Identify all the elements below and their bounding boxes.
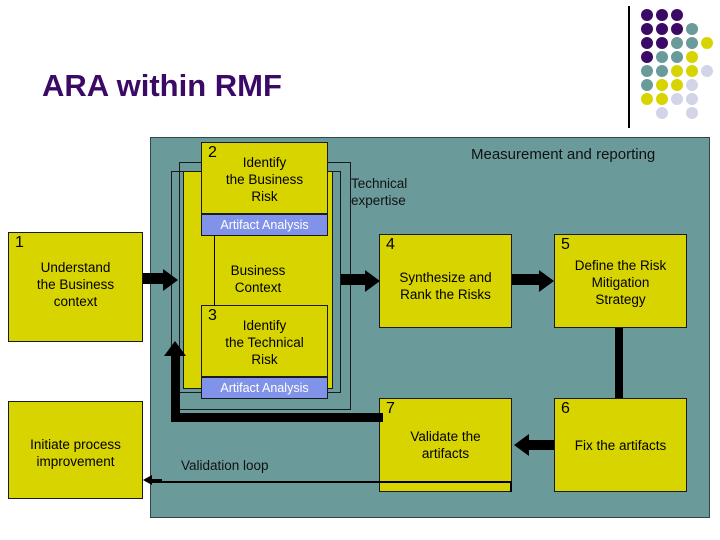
step-box-validate-the-artifacts[interactable]: 7 Validate the artifacts bbox=[379, 398, 512, 492]
artifact-analysis-strip-business[interactable]: Artifact Analysis bbox=[201, 214, 328, 236]
logo-dot bbox=[686, 37, 698, 49]
step-number-4: 4 bbox=[386, 236, 395, 253]
logo-dot bbox=[686, 51, 698, 63]
arrow-context-to-step4 bbox=[365, 270, 380, 292]
step-box-understand-business-context[interactable]: 1 Understand the Business context bbox=[8, 232, 143, 342]
step-number-7: 7 bbox=[386, 400, 395, 417]
step-5-line-3: Strategy bbox=[595, 292, 646, 307]
logo-dot bbox=[641, 65, 653, 77]
logo-dot bbox=[641, 79, 653, 91]
step-3-line-2: the Technical bbox=[225, 335, 304, 350]
logo-dot bbox=[701, 37, 713, 49]
technical-expertise-label: Technical expertise bbox=[351, 175, 407, 209]
logo-dot bbox=[686, 79, 698, 91]
logo-dot bbox=[686, 65, 698, 77]
business-context-line-1: Business bbox=[230, 263, 286, 278]
arrow-step1-to-panel bbox=[163, 269, 178, 291]
logo-dot bbox=[656, 65, 668, 77]
logo-dot bbox=[656, 51, 668, 63]
cigital-dot-logo bbox=[641, 9, 713, 121]
step-number-6: 6 bbox=[561, 400, 570, 417]
step-number-5: 5 bbox=[561, 236, 570, 253]
step-number-3: 3 bbox=[208, 307, 217, 324]
step-2-line-2: the Business bbox=[225, 172, 304, 187]
initiate-line-1: Initiate process bbox=[30, 437, 121, 452]
technical-expertise-line-2: expertise bbox=[351, 193, 406, 208]
step-1-line-3: context bbox=[53, 294, 98, 309]
artifact-analysis-strip-technical[interactable]: Artifact Analysis bbox=[201, 377, 328, 399]
logo-dot bbox=[671, 9, 683, 21]
logo-dot bbox=[656, 37, 668, 49]
logo-dot bbox=[671, 23, 683, 35]
step-2-line-1: Identify bbox=[242, 155, 287, 170]
logo-dot bbox=[656, 107, 668, 119]
step-5-line-2: Mitigation bbox=[591, 275, 650, 290]
logo-dot bbox=[671, 79, 683, 91]
initiate-line-2: improvement bbox=[36, 454, 115, 469]
arrow-step4-to-step5 bbox=[539, 270, 554, 292]
step-number-1: 1 bbox=[15, 234, 24, 251]
logo-dot bbox=[656, 23, 668, 35]
measurement-and-reporting-label: Measurement and reporting bbox=[471, 146, 656, 163]
logo-dot bbox=[686, 93, 698, 105]
step-box-define-risk-mitigation-strategy[interactable]: 5 Define the Risk Mitigation Strategy bbox=[554, 234, 687, 328]
step-box-identify-business-risk[interactable]: 2 Identify the Business Risk bbox=[201, 142, 328, 214]
connector-step7-feedback-horizontal bbox=[171, 413, 383, 422]
logo-dot bbox=[686, 23, 698, 35]
validation-loop-line bbox=[151, 481, 512, 483]
step-box-identify-technical-risk[interactable]: 3 Identify the Technical Risk bbox=[201, 305, 328, 377]
logo-dot bbox=[656, 79, 668, 91]
step-4-line-2: Rank the Risks bbox=[400, 287, 491, 302]
arrow-step6-to-step7 bbox=[514, 434, 529, 456]
step-5-line-1: Define the Risk bbox=[574, 258, 667, 273]
logo-dot bbox=[641, 93, 653, 105]
rmf-diagram-panel: Measurement and reporting Technical expe… bbox=[150, 137, 710, 518]
technical-expertise-line-1: Technical bbox=[351, 176, 408, 191]
connector-step5-to-step6 bbox=[615, 328, 623, 398]
logo-dot bbox=[656, 93, 668, 105]
step-7-line-2: artifacts bbox=[421, 446, 470, 461]
step-3-line-1: Identify bbox=[242, 318, 287, 333]
connector-step1-to-panel bbox=[143, 273, 163, 284]
connector-step6-to-step7 bbox=[529, 440, 554, 450]
step-3-line-3: Risk bbox=[251, 352, 278, 367]
page-title: ARA within RMF bbox=[42, 68, 282, 103]
step-box-fix-the-artifacts[interactable]: 6 Fix the artifacts bbox=[554, 398, 687, 492]
step-1-line-1: Understand bbox=[40, 260, 111, 275]
logo-dot bbox=[701, 65, 713, 77]
logo-dot bbox=[671, 93, 683, 105]
validation-loop-tail bbox=[152, 479, 162, 481]
step-box-initiate-process-improvement[interactable]: Initiate process improvement bbox=[8, 401, 143, 499]
validation-loop-label: Validation loop bbox=[181, 458, 269, 473]
business-context-line-2: Context bbox=[234, 280, 282, 295]
logo-dot bbox=[671, 65, 683, 77]
connector-step7-feedback-vertical bbox=[171, 354, 180, 416]
logo-dot bbox=[641, 51, 653, 63]
arrow-feedback-into-technical-risk bbox=[164, 341, 186, 356]
step-2-line-3: Risk bbox=[251, 189, 278, 204]
connector-context-to-step4 bbox=[341, 274, 365, 285]
logo-dot bbox=[656, 9, 668, 21]
logo-divider-rule bbox=[628, 6, 630, 128]
logo-dot bbox=[641, 37, 653, 49]
logo-dot bbox=[671, 51, 683, 63]
connector-step4-to-step5 bbox=[512, 274, 539, 285]
step-1-line-2: the Business bbox=[36, 277, 115, 292]
step-7-line-1: Validate the bbox=[410, 429, 481, 444]
logo-dot bbox=[641, 23, 653, 35]
step-6-line-1: Fix the artifacts bbox=[574, 438, 667, 453]
logo-dot bbox=[641, 9, 653, 21]
arrow-validation-loop-to-initiate bbox=[143, 475, 152, 485]
step-number-2: 2 bbox=[208, 144, 217, 161]
logo-dot bbox=[686, 107, 698, 119]
step-box-synthesize-rank-risks[interactable]: 4 Synthesize and Rank the Risks bbox=[379, 234, 512, 328]
step-4-line-1: Synthesize and bbox=[399, 270, 492, 285]
validation-loop-riser bbox=[510, 481, 512, 492]
logo-dot bbox=[671, 37, 683, 49]
business-context-connector bbox=[214, 236, 216, 306]
